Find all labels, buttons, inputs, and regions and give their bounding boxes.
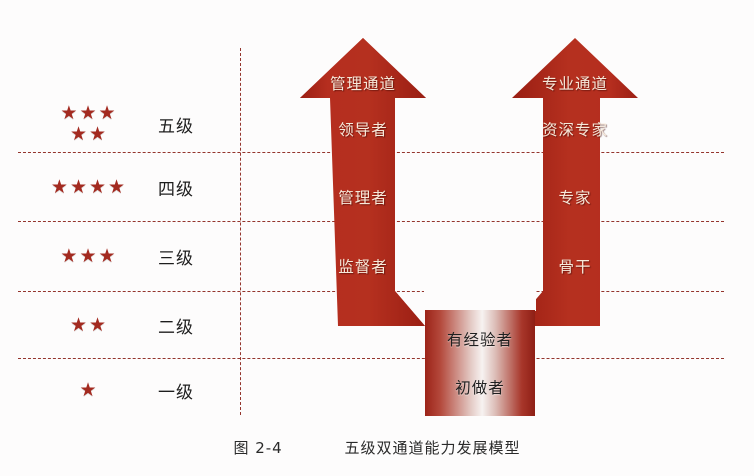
star-rating-level-3: ★ ★ ★ [18,244,158,267]
level-label-5: 五级 [158,116,194,137]
level-row-1: ★ 一级 [18,375,240,405]
shared-base-column: 有经验者 初做者 [425,310,535,416]
level-label-2: 二级 [158,317,194,338]
star-row: ★ ★ ★ [59,104,116,123]
level-row-4: ★ ★ ★ ★ 四级 [18,172,240,202]
star-icon: ★ [79,102,97,124]
base-stage-experienced: 有经验者 [446,331,513,349]
caption-number: 图 2-4 [233,439,283,457]
star-rating-level-4: ★ ★ ★ ★ [18,175,158,198]
star-icon: ★ [69,313,87,336]
star-row: ★ ★ ★ ★ [50,175,126,198]
level-row-3: ★ ★ ★ 三级 [18,241,240,271]
level-row-2: ★ ★ 二级 [18,310,240,340]
star-icon: ★ [69,175,87,198]
management-channel-arrow: 管理通道 领导者 管理者 监督者 [298,36,428,361]
star-icon: ★ [60,102,78,124]
figure-caption: 图 2-4 五级双通道能力发展模型 [0,437,754,458]
star-icon: ★ [98,102,116,124]
star-rating-level-2: ★ ★ [18,313,158,336]
star-icon: ★ [79,244,97,267]
base-stage-beginner: 初做者 [455,379,505,397]
divider-line-vertical [240,48,241,415]
star-icon: ★ [89,313,107,336]
level-row-5: ★ ★ ★ ★ ★ 五级 [18,100,240,148]
arrow-gap-notch [424,289,536,311]
star-icon: ★ [79,378,97,401]
caption-title: 五级双通道能力发展模型 [344,439,521,457]
divider-line-level2-level1 [18,358,724,359]
star-row: ★ [78,378,97,401]
star-icon: ★ [69,123,87,145]
star-icon: ★ [89,175,107,198]
star-row: ★ ★ [69,313,107,336]
star-rating-level-5: ★ ★ ★ ★ ★ [18,104,158,144]
star-icon: ★ [89,123,107,145]
star-icon: ★ [50,175,68,198]
star-icon: ★ [60,244,78,267]
level-label-1: 一级 [158,382,194,403]
star-icon: ★ [98,244,116,267]
star-rating-level-1: ★ [18,378,158,401]
star-row: ★ ★ [69,125,107,144]
level-label-4: 四级 [158,179,194,200]
star-icon: ★ [108,175,126,198]
star-row: ★ ★ ★ [59,244,116,267]
level-label-3: 三级 [158,248,194,269]
